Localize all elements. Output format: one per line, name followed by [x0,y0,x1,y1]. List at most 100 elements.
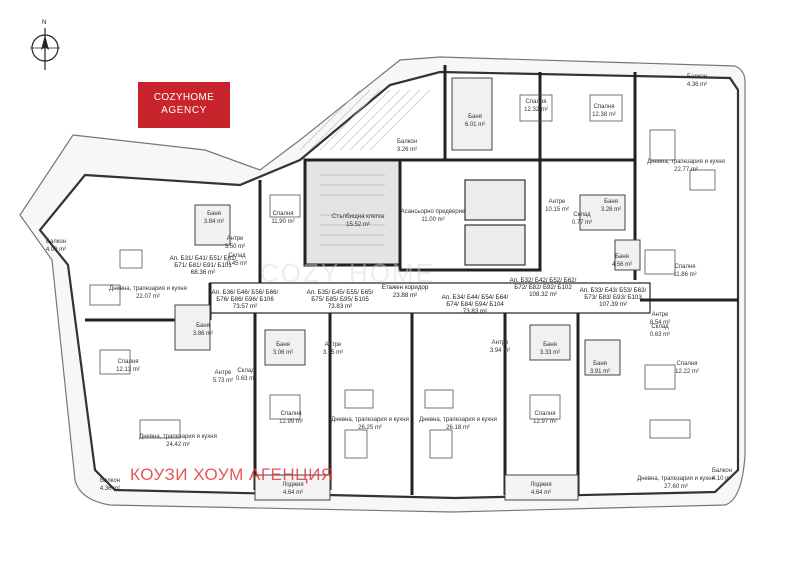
label-apt-left-top-area: 68.36 m² [191,269,215,276]
label-bath-c2-area: 3.33 m² [540,350,560,356]
label-bed-c1-area: 12.99 m² [279,419,303,425]
label-bath-right2-area: 4.56 m² [612,262,632,268]
label-bath-r2-area: 3.91 m² [590,369,610,375]
label-bed-c2: Спалня [535,411,556,417]
label-storage-r2-area: 0.63 m² [650,332,670,338]
label-balcony-bottom-right: Балкон [712,468,732,474]
label-bath-r2: Баня [593,361,607,367]
label-bath-c1-area: 3.06 m² [273,350,293,356]
stair-steps [320,174,385,246]
label-antre-c2-area: 3.94 m² [490,348,510,354]
label-bath-left-top: Баня [207,211,221,217]
label-living-left-area: 22.07 m² [136,294,160,300]
label-apt-b35: Ап. Б35/ Б45/ Б55/ Б65/ [307,289,374,296]
label-corridor-area: 23.88 m² [393,292,417,299]
label-stair: Стълбищна клетка [332,214,385,220]
label-bed-top1: Спалня [526,99,547,105]
label-bed-r2: Спалня [677,361,698,367]
label-storage-right-top-area: 0.77 m² [572,220,592,226]
label-bath-top-area: 6.01 m² [465,122,485,128]
elevator-shaft-1 [464,179,526,221]
label-balcony-top-right-area: 4.36 m² [687,82,707,88]
label-bath-right-top-area: 3.28 m² [601,207,621,213]
label-bed-top2: Спалня [594,104,615,110]
label-antre-c1: Антре [325,342,342,348]
label-balcony-bottom-left-area: 4.36 m² [100,486,120,492]
label-antre-right-top-area: 10.15 m² [545,207,569,213]
label-apt-b35-area: 73.83 m² [328,303,352,310]
agency-watermark: КОУЗИ ХОУМ АГЕНЦИЯ [130,465,334,484]
compass-letter: N [42,19,46,26]
label-bath-l2: Баня [196,323,210,329]
label-living-c1: Дневна, трапезария и кухня [331,417,409,423]
logo-line-2: AGENCY [161,105,207,116]
label-loggia-c2: Лоджия [530,482,551,488]
label-bath-top: Баня [468,114,482,120]
label-living-c2-area: 26.18 m² [446,425,470,431]
label-loggia-c1: Лоджия [282,482,303,488]
label-storage-left-top-area: 0.45 m² [227,261,247,267]
label-balcony-bottom-left: Балкон [100,478,120,484]
elevator-shaft-2 [464,224,526,266]
logo-line-1: COZYHOME [153,92,215,103]
loggia-left [254,474,331,501]
label-balcony-mid: Балкон [397,139,417,145]
label-apt-b33-2: Б73/ Б83/ Б93/ Б103 [584,294,642,301]
label-antre-right-top: Антре [549,199,566,205]
terrace-hatch [299,89,431,151]
label-antre-r2: Антре [652,312,669,318]
label-apt-b32-2: Б72/ Б82/ Б92/ Б102 [514,284,572,291]
label-stair-area: 15.52 m² [346,222,370,228]
label-bed-right-mid: Спалня [675,264,696,270]
label-loggia-c1-area: 4.64 m² [283,490,303,496]
label-bed-left-top: Спалня [273,211,294,217]
stair-core [303,158,402,267]
floor-corridor [209,282,651,314]
label-elevator: Асансьорно предверие [401,209,466,215]
label-bed-l2-area: 12.13 m² [116,367,140,373]
label-antre-r2-area: 8.54 m² [650,320,670,326]
faint-watermark: COZY HOME [260,258,435,288]
label-bath-left-top-area: 3.84 m² [204,219,224,225]
label-bath-right2: Баня [615,254,629,260]
label-apt-b35-2: Б75/ Б85/ Б95/ Б105 [311,296,369,303]
label-storage-right-top: Склад [573,212,591,218]
label-balcony-mid-area: 3.26 m² [397,147,417,153]
label-apt-b34-2: Б74/ Б84/ Б94/ Б104 [446,301,504,308]
label-bath-right-top: Баня [604,199,618,205]
label-storage-left-top: Склад [228,253,246,259]
label-bath-l2-area: 3.86 m² [193,331,213,337]
label-antre-l2: Антре [215,370,232,376]
label-living-r2: Дневна, трапезария и кухня [637,476,715,482]
room-labels: Балкон 4.36 m² Балкон 3.26 m² Баня 6.01 … [46,74,732,496]
label-bed-right-mid-area: 11.86 m² [673,272,696,278]
label-antre-left-top: Антре [227,236,244,242]
label-storage-l2-area: 0.63 m² [236,376,256,382]
bathrooms [174,77,641,376]
label-living-r2-area: 27.60 m² [664,484,688,490]
label-apt-b33: Ап. Б33/ Б43/ Б53/ Б63/ [580,287,647,294]
label-apt-left-top-2: Б71/ Б81/ Б91/ Б101 [174,262,232,269]
label-antre-left-top-area: 3.50 m² [225,244,245,250]
label-bed-top1-area: 12.32 m² [524,107,548,113]
label-bath-c2: Баня [543,342,557,348]
loggia-right [504,474,579,501]
label-bed-c2-area: 12.97 m² [533,419,557,425]
label-living-c2: Дневна, трапезария и кухня [419,417,497,423]
label-living-l2-area: 24.42 m² [166,442,190,448]
north-compass: N [30,19,60,70]
label-apt-b36-2: Б76/ Б86/ Б96/ Б106 [216,296,274,303]
furniture [89,94,716,459]
label-bed-c1: Спалня [281,411,302,417]
label-apt-b32-area: 108.32 m² [529,291,557,298]
label-apt-left-top: Ап. Б31/ Б41/ Б51/ Б61/ [170,255,237,262]
label-balcony-bottom-right-area: 4.10 m² [712,476,732,482]
label-bath-c1: Баня [276,342,290,348]
label-apt-b36: Ап. Б36/ Б46/ Б56/ Б66/ [212,289,279,296]
label-living-left: Дневна, трапезария и кухня [109,286,187,292]
label-apt-b34: Ап. Б34/ Б44/ Б54/ Б64/ [442,294,509,301]
label-antre-c1-area: 3.75 m² [323,350,343,356]
label-bed-left-top-area: 11.90 m² [271,219,294,225]
label-antre-c2: Антре [492,340,509,346]
